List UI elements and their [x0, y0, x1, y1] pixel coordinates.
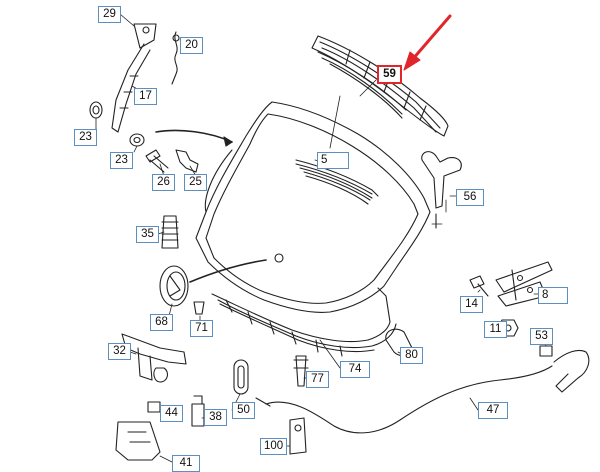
stay-pointer-curve	[156, 130, 232, 142]
callout-14[interactable]: 14	[460, 296, 483, 313]
callout-17[interactable]: 17	[134, 88, 157, 105]
callout-8[interactable]: 8	[538, 287, 568, 304]
callout-32[interactable]: 32	[108, 343, 131, 360]
callout-50[interactable]: 50	[232, 402, 255, 419]
support-prop-56	[422, 152, 462, 228]
callout-11[interactable]: 11	[484, 321, 507, 338]
bolt-53	[540, 346, 552, 356]
hood-stay-rod	[112, 24, 156, 132]
callout-68[interactable]: 68	[150, 314, 173, 331]
bolt-14	[470, 276, 488, 296]
hinge-32	[122, 334, 186, 382]
hood-release-lever	[554, 350, 589, 392]
spring-clip	[172, 32, 179, 84]
callout-5[interactable]: 5	[317, 152, 349, 169]
callout-77[interactable]: 77	[306, 371, 329, 388]
callout-47[interactable]: 47	[478, 402, 508, 419]
highlight-arrow	[404, 16, 450, 70]
release-handle-100	[290, 418, 306, 454]
leader-lines	[96, 14, 546, 462]
callout-38[interactable]: 38	[204, 409, 227, 426]
washer-lower	[130, 134, 144, 146]
oval-grommet-50	[234, 360, 248, 394]
callout-53[interactable]: 53	[530, 328, 553, 345]
callout-59[interactable]: 59	[377, 65, 402, 84]
bump-stop-35	[162, 216, 178, 248]
stud-25	[176, 150, 198, 172]
latch-77	[294, 356, 308, 386]
callout-74[interactable]: 74	[340, 361, 370, 378]
callout-25[interactable]: 25	[184, 174, 207, 191]
clip-71	[194, 302, 204, 314]
callout-26[interactable]: 26	[152, 174, 175, 191]
callout-23-lower[interactable]: 23	[110, 152, 133, 169]
callout-80[interactable]: 80	[400, 347, 423, 364]
hood-panel	[196, 102, 430, 312]
callout-20[interactable]: 20	[180, 37, 203, 54]
callout-35[interactable]: 35	[136, 226, 159, 243]
callout-71[interactable]: 71	[190, 320, 213, 337]
emblem-pointer-curve	[190, 260, 266, 282]
nut-38	[192, 396, 204, 426]
hood-seal	[212, 288, 396, 356]
callout-29[interactable]: 29	[98, 6, 121, 23]
cowl-grille	[312, 36, 448, 136]
callout-100[interactable]: 100	[260, 438, 288, 455]
bolt-26	[146, 150, 168, 172]
emblem-ring-68	[160, 266, 188, 306]
lock-bracket-41	[116, 422, 160, 460]
release-cable-47	[256, 366, 552, 433]
callout-41[interactable]: 41	[172, 455, 200, 472]
grommet-upper	[90, 102, 102, 118]
callout-44[interactable]: 44	[160, 405, 183, 422]
callout-56[interactable]: 56	[456, 189, 484, 206]
callout-23-upper[interactable]: 23	[74, 129, 97, 146]
bolt-44	[148, 402, 160, 412]
